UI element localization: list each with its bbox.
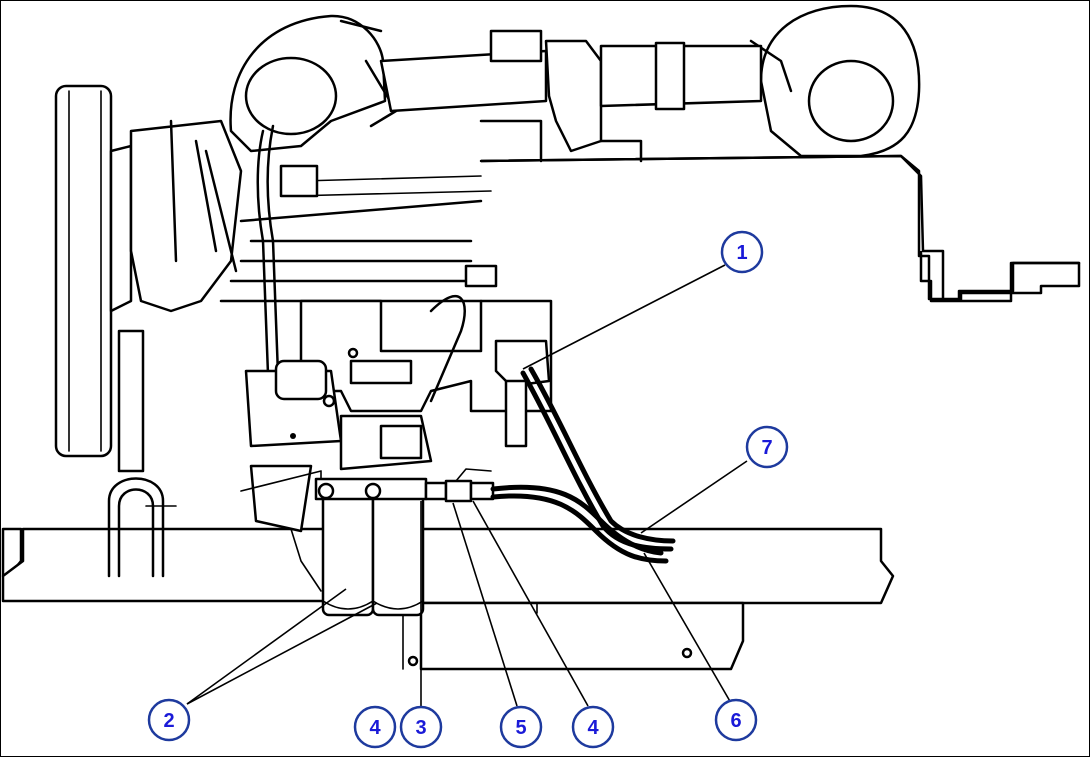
breather-tube	[256, 124, 281, 403]
callout-4b: 4	[571, 705, 615, 749]
callout-2-label: 2	[163, 710, 174, 732]
engine-block	[479, 154, 1081, 303]
callout-5: 5	[499, 705, 543, 749]
fuel-filter-left	[321, 483, 375, 617]
callout-4a-label: 4	[369, 717, 381, 739]
callout-7-label: 7	[761, 437, 772, 459]
leader-2a	[186, 588, 347, 705]
callout-2: 2	[147, 698, 191, 742]
frame-rail	[1, 527, 895, 605]
leader-6	[643, 552, 732, 704]
fuel-hose-return	[520, 366, 676, 552]
hose-fittings	[424, 468, 495, 503]
fuel-pump-assembly	[244, 295, 553, 471]
leader-2b	[186, 602, 378, 705]
front-cover	[129, 119, 498, 313]
filter-bracket	[240, 464, 322, 533]
callout-1: 1	[720, 230, 764, 274]
callout-4a: 4	[353, 705, 397, 749]
callout-5-label: 5	[515, 717, 526, 739]
callout-3: 3	[399, 705, 443, 749]
oil-pan	[402, 600, 745, 671]
leader-lines	[186, 264, 748, 707]
leader-5	[452, 502, 518, 707]
callout-3-label: 3	[415, 717, 426, 739]
leader-4b	[472, 500, 589, 707]
callout-4b-label: 4	[587, 717, 599, 739]
u-bolt	[107, 477, 177, 578]
crossover-pipe	[379, 29, 763, 163]
callout-7: 7	[745, 425, 789, 469]
leader-7	[640, 460, 748, 534]
turbocharger-left	[229, 14, 398, 153]
fuel-filter-right	[371, 483, 425, 617]
turbocharger-right	[749, 4, 921, 158]
fan-pulley	[54, 84, 145, 473]
callout-6-label: 6	[730, 710, 741, 732]
filter-head	[314, 477, 428, 501]
leader-1	[522, 264, 726, 370]
callout-1-label: 1	[736, 242, 747, 264]
callout-6: 6	[714, 698, 758, 742]
